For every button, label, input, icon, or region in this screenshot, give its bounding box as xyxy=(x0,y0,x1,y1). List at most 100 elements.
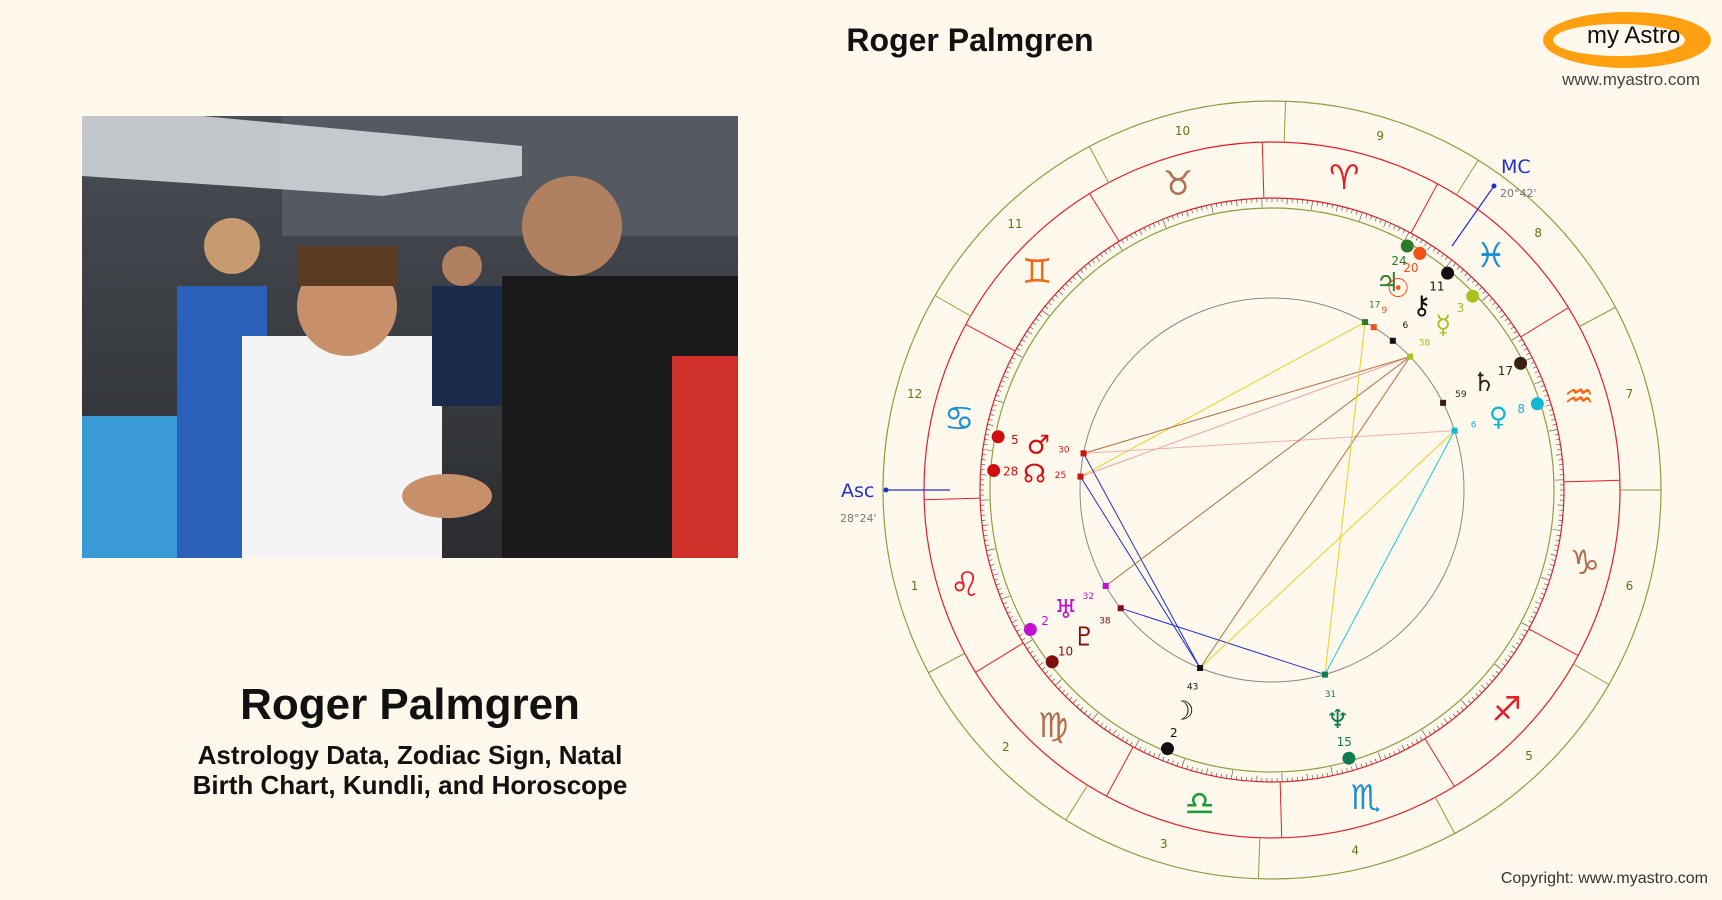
degree-tick xyxy=(1397,227,1401,232)
degree-tick xyxy=(1112,244,1116,249)
degree-tick xyxy=(1121,239,1124,244)
degree-tick xyxy=(1065,283,1069,287)
degree-tick xyxy=(1048,674,1052,678)
degree-tick xyxy=(1545,399,1550,402)
planet-minute-sun: 9 xyxy=(1381,306,1387,316)
aspect-line xyxy=(1199,430,1455,669)
logo-inner-oval xyxy=(1553,24,1685,56)
degree-tick xyxy=(1511,645,1518,650)
degree-tick xyxy=(1316,201,1318,206)
subtitle-line-2: Birth Chart, Kundli, and Horoscope xyxy=(192,770,628,800)
zodiac-signs: ♈♉♊♋♌♍♎♏♐♑♒♓ xyxy=(944,158,1600,824)
planet-aspect-point-uranus xyxy=(1102,583,1109,589)
sign-divider xyxy=(1528,628,1579,656)
planet-aspect-point-saturn xyxy=(1440,399,1447,406)
degree-tick xyxy=(986,428,991,431)
degree-tick xyxy=(1370,760,1373,765)
degree-tick xyxy=(1460,269,1464,273)
planet-aspect-point-sun xyxy=(1370,324,1377,331)
degree-tick xyxy=(1104,250,1108,255)
house-number-10: 10 xyxy=(1175,124,1190,138)
degree-tick xyxy=(989,414,994,416)
sign-glyph-aries: ♈ xyxy=(1329,158,1359,198)
degree-tick xyxy=(1388,752,1392,757)
degree-tick xyxy=(1068,696,1073,701)
planet-glyph-sun: ☉ xyxy=(1386,274,1409,304)
sign-divider xyxy=(924,497,981,501)
degree-tick xyxy=(1181,212,1184,217)
planet-glyph-venus: ♀ xyxy=(1489,402,1508,432)
degree-tick xyxy=(1495,671,1500,674)
logo-text: my Astro xyxy=(1587,22,1681,49)
degree-tick xyxy=(1084,710,1088,714)
degree-tick xyxy=(988,559,993,561)
degree-tick xyxy=(1420,239,1423,244)
degree-tick xyxy=(1005,606,1010,610)
degree-tick xyxy=(1044,306,1049,309)
degree-tick xyxy=(1511,335,1520,341)
myastro-logo[interactable]: my Astro xyxy=(1543,12,1711,68)
degree-tick xyxy=(1231,770,1233,780)
planet-degree-uranus: 2 xyxy=(1041,614,1049,628)
planet-minute-venus: 6 xyxy=(1471,420,1477,430)
planet-degree-chiron: 11 xyxy=(1429,279,1444,293)
degree-tick xyxy=(1051,678,1055,682)
house-number-7: 7 xyxy=(1626,387,1634,401)
degree-tick xyxy=(1432,247,1436,252)
degree-tick xyxy=(1001,595,1010,600)
brand-url[interactable]: www.myastro.com xyxy=(1562,70,1700,89)
planet-degree-moon: 2 xyxy=(1170,726,1178,740)
degree-tick xyxy=(1048,302,1052,306)
degree-tick xyxy=(985,433,990,436)
degree-tick xyxy=(1507,654,1512,658)
degree-tick xyxy=(1009,615,1014,619)
degree-tick xyxy=(1482,294,1490,301)
degree-tick xyxy=(1495,306,1500,309)
asc-degree: 28°24' xyxy=(840,512,877,525)
aspect-line xyxy=(1105,356,1411,587)
planet-minute-saturn: 59 xyxy=(1455,390,1467,400)
degree-tick xyxy=(1480,684,1486,690)
degree-tick xyxy=(1475,283,1479,287)
degree-tick xyxy=(1548,409,1553,411)
degree-tick xyxy=(1550,414,1555,416)
degree-tick xyxy=(1072,276,1076,280)
degree-tick xyxy=(1384,754,1387,759)
planet-minute-chiron: 6 xyxy=(1403,321,1409,331)
degree-tick xyxy=(1018,343,1023,347)
planet-marker-saturn xyxy=(1514,356,1528,370)
aspect-circle xyxy=(1079,297,1465,683)
degree-tick xyxy=(1058,686,1062,690)
house-number-5: 5 xyxy=(1525,749,1533,763)
planet-marker-mars xyxy=(991,430,1005,444)
degree-tick xyxy=(1003,602,1008,605)
aspect-lines xyxy=(1080,321,1456,676)
degree-tick xyxy=(1428,731,1432,736)
degree-tick xyxy=(1100,722,1103,727)
house-cusp xyxy=(928,652,965,674)
degree-tick xyxy=(1201,769,1203,774)
degree-tick xyxy=(1521,633,1526,637)
degree-tick xyxy=(1498,309,1503,313)
degree-tick xyxy=(1186,765,1189,770)
planet-minute-mars: 30 xyxy=(1058,446,1070,456)
degree-tick xyxy=(1449,716,1453,721)
aspect-line xyxy=(1324,430,1456,675)
planet-aspect-point-mercury xyxy=(1407,353,1414,360)
degree-tick xyxy=(1504,659,1509,662)
degree-tick xyxy=(1360,763,1363,768)
degree-tick xyxy=(1526,352,1530,356)
degree-tick xyxy=(1365,762,1368,767)
degree-tick xyxy=(987,424,994,426)
aspect-line xyxy=(1199,356,1411,669)
degree-tick xyxy=(982,529,987,531)
degree-tick xyxy=(1346,207,1348,212)
sign-glyph-aquarius: ♒ xyxy=(1564,377,1594,417)
planet-degree-node: 28 xyxy=(1003,465,1018,479)
degree-tick xyxy=(1482,290,1486,294)
degree-tick xyxy=(1171,215,1174,220)
aspect-line xyxy=(1120,607,1326,676)
planet-glyph-mercury: ☿ xyxy=(1435,311,1451,341)
planet-minute-uranus: 32 xyxy=(1083,592,1094,602)
degree-tick xyxy=(1029,326,1034,330)
